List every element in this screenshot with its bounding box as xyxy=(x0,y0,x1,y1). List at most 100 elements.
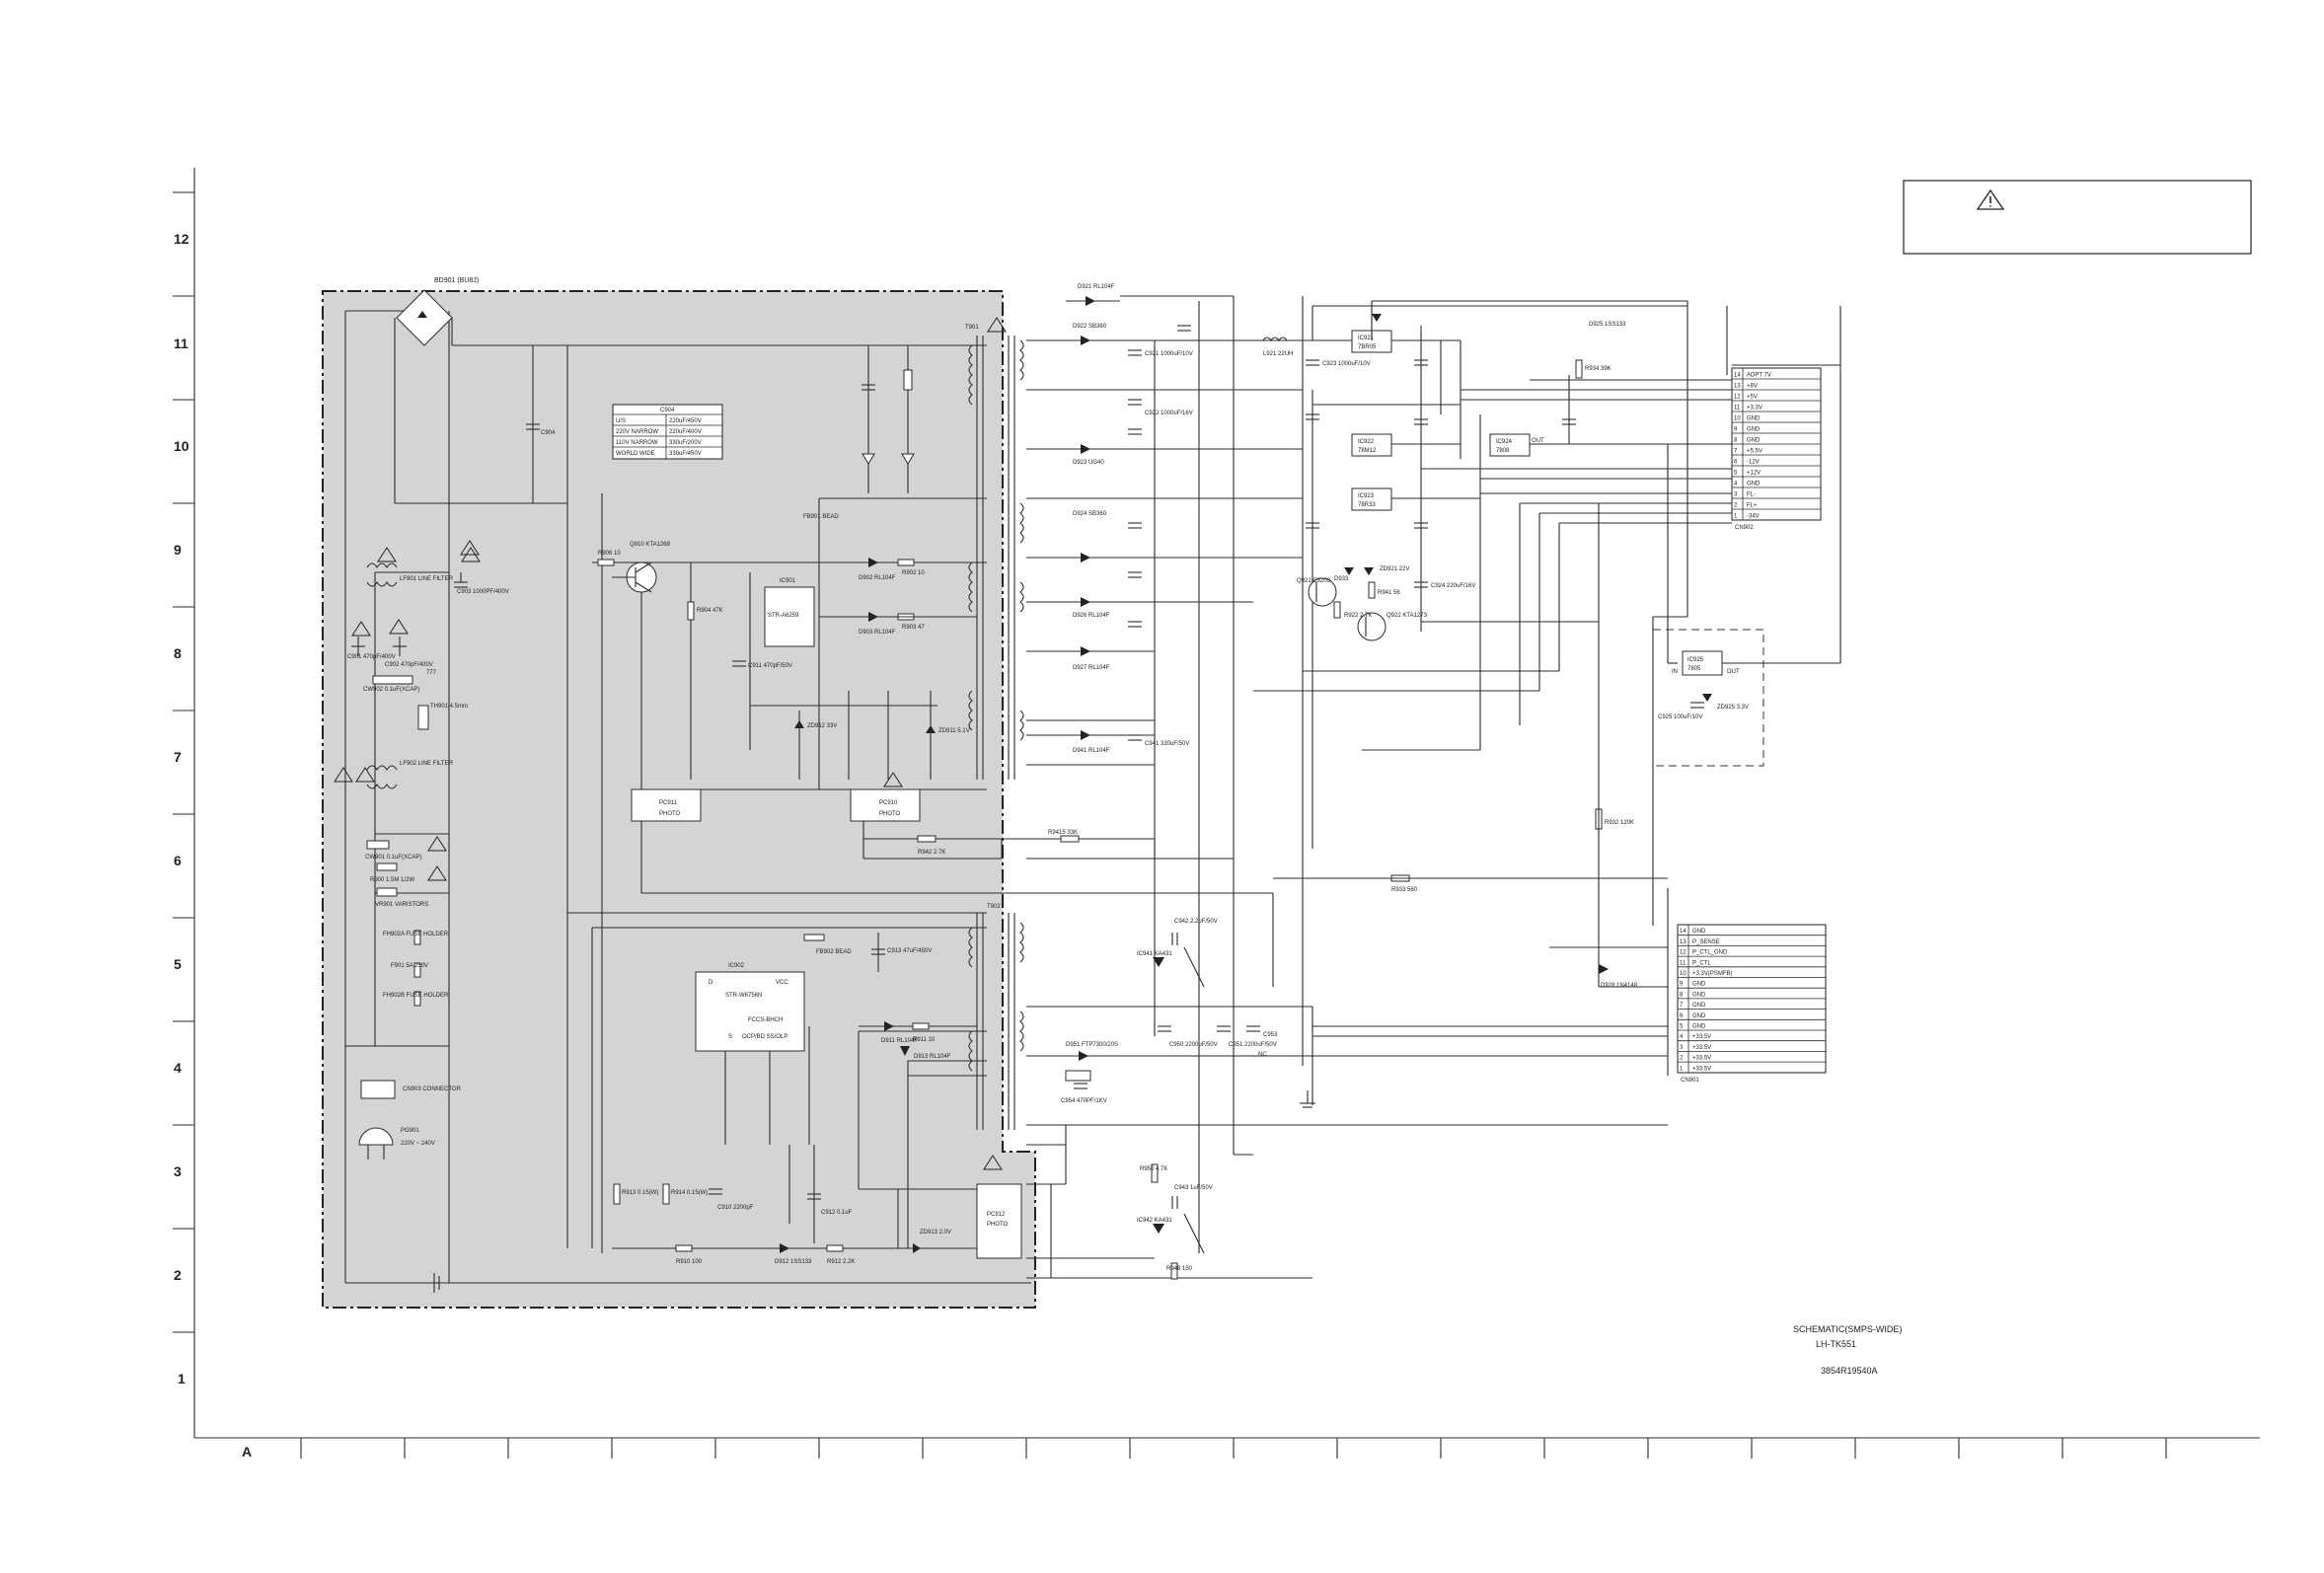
connector-pin-number: 13 xyxy=(1734,384,1741,390)
fh902a-label: FH902A FUSE HOLDER xyxy=(383,932,449,937)
ic902-pin-d: D xyxy=(709,980,713,986)
f901-label: F901 5A 250V xyxy=(391,963,428,969)
d913-label: D913 RL104F xyxy=(914,1054,951,1060)
model-number: LH-TK551 xyxy=(1816,1339,1856,1349)
nc-label: NC xyxy=(1258,1052,1267,1058)
r903-label: R903 47 xyxy=(902,625,925,631)
ic925-part: 7805 xyxy=(1687,666,1701,672)
c912-label: C912 0.1uF xyxy=(821,1210,853,1216)
c913-capacitor: C913 47uF/450V xyxy=(871,933,932,972)
connector-pin-number: 6 xyxy=(1734,460,1738,466)
d921-diode: D921 RL104F xyxy=(1066,284,1120,306)
t901-transformer: T901 xyxy=(965,325,1024,780)
r950-resistor: R950 4.7K xyxy=(1140,1163,1167,1183)
q921-label: Q921 C3203 xyxy=(1297,578,1331,584)
ic923-ref: IC923 xyxy=(1358,493,1375,499)
r9415-resistor: R9415 33K xyxy=(1048,830,1080,843)
c904-table-cell: 330uF/450V xyxy=(669,451,702,457)
row-number: 5 xyxy=(174,956,182,972)
ic924-out: OUT xyxy=(1532,438,1544,444)
d927-diode: D927 RL104F xyxy=(1073,646,1110,671)
row-number: 4 xyxy=(174,1060,182,1076)
mains-voltage-label: 220V ~ 240V xyxy=(401,1141,435,1147)
ground-symbol xyxy=(1300,1090,1315,1108)
q922-label: Q922 KTA1273 xyxy=(1387,613,1428,619)
ic921-part: 7BR05 xyxy=(1358,344,1377,350)
connector-pin-number: 5 xyxy=(1734,471,1738,477)
connector-pin-number: 14 xyxy=(1734,373,1741,379)
connector-pin-number: 2 xyxy=(1680,1056,1684,1062)
r934-resistor: R934 39K xyxy=(1575,359,1612,379)
connector-pin-signal: GND xyxy=(1692,1003,1706,1009)
q910-label: Q910 KTA1268 xyxy=(630,542,671,548)
row-number: 10 xyxy=(174,438,189,454)
pc910-ref: PC910 xyxy=(879,800,898,806)
safety-warning-icon xyxy=(334,767,353,783)
safety-warning-icon xyxy=(460,540,480,556)
r941-label: R941 56 xyxy=(1378,590,1400,596)
d902-label: D902 RL104F xyxy=(859,575,896,581)
ic923-regulator: IC923 78R33 xyxy=(1351,487,1392,511)
ic921-regulator: IC921 7BR05 xyxy=(1351,330,1392,353)
r911-label: R911 10 xyxy=(913,1037,936,1043)
connector-pin-signal: P_CTL_GND xyxy=(1692,950,1728,956)
c913-label: C913 47uF/450V xyxy=(887,948,932,954)
connector-pin-signal: GND xyxy=(1692,929,1706,935)
pc912-optocoupler: PC912 PHOTO xyxy=(976,1183,1022,1259)
ic901-part: STR-A6259 xyxy=(768,613,799,619)
r900-resistor: R900 1.5M 1/2W xyxy=(370,862,414,883)
connector-pin-signal: FL+ xyxy=(1747,503,1758,509)
cw902-label: CW902 0.1uF(XCAP) xyxy=(363,687,419,693)
connector-pin-number: 5 xyxy=(1680,1024,1684,1030)
connector-pin-number: 4 xyxy=(1734,482,1738,487)
ic922-part: 78M12 xyxy=(1358,448,1377,454)
r933-resistor: R933 560 xyxy=(1273,874,1668,893)
r912-label: R912 2.2K xyxy=(827,1259,855,1265)
d926-label: D926 RL104F xyxy=(1073,613,1110,619)
connector-pin-number: 3 xyxy=(1680,1045,1684,1051)
connector-pin-signal: +33.5V xyxy=(1692,1034,1711,1040)
connector-pin-number: 1 xyxy=(1734,514,1738,520)
c911-capacitor: C911 470pF/50V xyxy=(732,660,792,669)
c922-label: C922 1000uF/16V xyxy=(1145,411,1193,416)
safety-warning-icon xyxy=(427,865,447,881)
ic902-ref: IC902 xyxy=(728,963,745,969)
zd921-zener: ZD921 22V xyxy=(1364,566,1409,575)
pc911-ref: PC911 xyxy=(659,800,678,806)
c950-c951-capacitors: C950 2200uF/50V C951 2200uF/50V xyxy=(1158,1025,1277,1048)
c923-label: C923 1000uF/10V xyxy=(1322,361,1371,367)
r910-label: R910 100 xyxy=(676,1259,703,1265)
fh902b-label: FH902B FUSE HOLDER xyxy=(383,993,449,999)
fb901-label: FB901 BEAD xyxy=(803,514,839,520)
title-block: SCHEMATIC(SMPS-WIDE) LH-TK551 3854R19540… xyxy=(1793,1324,1902,1376)
c904-table-cell: 220uF/450V xyxy=(669,418,702,424)
c941-label: C941 330uF/50V xyxy=(1145,741,1189,747)
r904-resistor: R904 47K xyxy=(687,601,723,621)
bd901-bridge-rectifier: BD901 (BU8J) xyxy=(394,277,479,503)
c904-table-cell: 220V NARROW xyxy=(616,429,658,435)
r950-label: R950 4.7K xyxy=(1140,1166,1167,1172)
ic922-ref: IC922 xyxy=(1358,439,1375,445)
c921-label: C921 1000uF/10V xyxy=(1145,351,1193,357)
connector-pin-number: 14 xyxy=(1680,929,1687,935)
ic902: IC902 STR-W6756N D VCC FCCS-BHCH OCP/BD … xyxy=(695,963,805,1052)
d941-label: D941 RL104F xyxy=(1073,748,1110,754)
d924-diode: D924 SB360 xyxy=(1073,511,1107,562)
c904-capacitor: C904 xyxy=(526,423,556,436)
r932-resistor: R932 120K xyxy=(1595,503,1634,987)
d951-label: D951 FTP7300/20S xyxy=(1066,1042,1118,1048)
r902-label: R902 10 xyxy=(902,570,925,576)
connector-pin-number: 4 xyxy=(1680,1034,1684,1040)
connector-pin-signal: +33.5V xyxy=(1692,1066,1711,1072)
ic925-out: OUT xyxy=(1727,669,1740,675)
r922-resistor: R922 2.7K xyxy=(1333,601,1372,619)
d923-diode: D923 UG40 xyxy=(1073,444,1104,466)
ic901-ref: IC901 xyxy=(780,578,796,584)
fb902-label: FB902 BEAD xyxy=(816,949,852,955)
row-number: 9 xyxy=(174,542,182,558)
c903-label: C903 1000PF/400V xyxy=(457,589,509,595)
c901-c902-capacitors: C901 470pF/400V C902 470pF/400V 777 xyxy=(347,637,437,676)
fb902-bead: FB902 BEAD xyxy=(803,934,852,955)
